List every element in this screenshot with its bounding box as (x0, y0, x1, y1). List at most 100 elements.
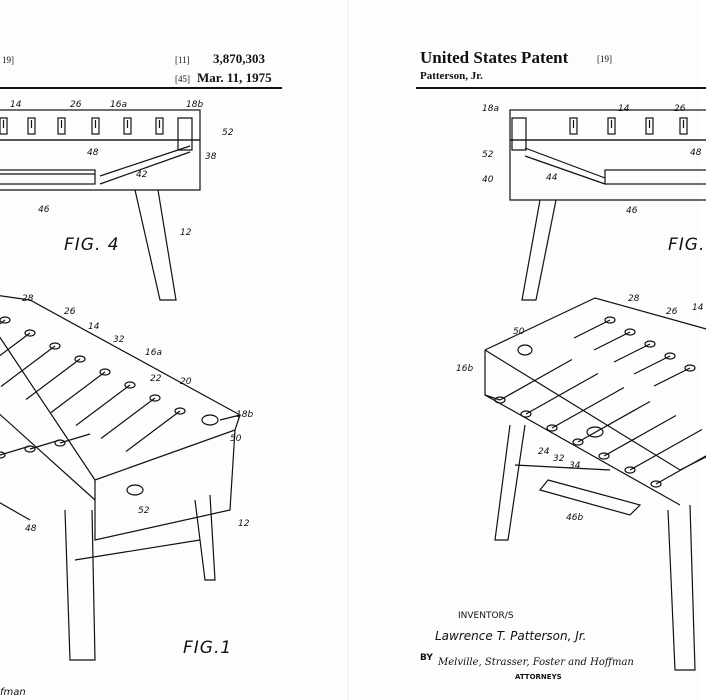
foosball-man-figure (155, 117, 164, 135)
control-rod (75, 384, 131, 426)
foosball-man-figure (91, 117, 100, 135)
control-rod (125, 410, 181, 452)
fig4-right-drawing (509, 109, 706, 301)
fig1-label: FIG.1 (183, 638, 233, 658)
control-rod (593, 331, 631, 351)
foosball-man-figure (569, 117, 578, 135)
ref-label: 50 (230, 434, 242, 444)
ref-label: 26 (70, 100, 82, 110)
ref-label: 16a (145, 348, 162, 358)
ref-label: 32 (113, 335, 125, 345)
patent-date: Mar. 11, 1975 (197, 70, 272, 85)
ref-label: 14 (692, 303, 704, 313)
rod-handle (644, 340, 656, 348)
rod-handle (124, 381, 136, 389)
ref-label: 38 (205, 152, 217, 162)
ref-label: 42 (136, 170, 148, 180)
foosball-man-figure (123, 117, 132, 135)
ref-label: 52 (138, 506, 150, 516)
ref-label: 22 (150, 374, 162, 384)
ref-label: 44 (546, 173, 558, 183)
ref-label: 16a (110, 100, 127, 110)
ref-label: 34 (569, 461, 581, 471)
left-patent-page: 19] [11] 3,870,303 [45] Mar. 11, 1975 14… (0, 0, 350, 700)
rod-handle (624, 466, 636, 474)
ref-label: 48 (25, 524, 37, 534)
fig4-left-drawing (0, 109, 201, 301)
rod-handle (54, 439, 66, 447)
ref-label: 12 (238, 519, 250, 529)
fig1-right-drawing (484, 297, 706, 671)
foosball-man-figure (27, 117, 36, 135)
ref-label: 14 (10, 100, 22, 110)
control-rod (25, 358, 81, 400)
foosball-man-figure (679, 117, 688, 135)
rod-handle (520, 410, 532, 418)
rod-handle (664, 352, 676, 360)
ref-label: 50 (513, 327, 525, 337)
foosball-man-figure (645, 117, 654, 135)
ref-label: 52 (222, 128, 234, 138)
control-rod (100, 397, 156, 439)
ref-label: 26 (64, 307, 76, 317)
rod-handle (74, 355, 86, 363)
header-rule (416, 87, 706, 89)
patent-number: 3,870,303 (213, 51, 265, 66)
ref-label: 48 (87, 148, 99, 158)
control-rod (613, 343, 651, 363)
rod-handle (572, 438, 584, 446)
ref-label: 18a (482, 104, 499, 114)
right-patent-page: United States Patent [19] Patterson, Jr.… (350, 0, 706, 700)
control-rod (551, 386, 625, 429)
ref-label: 16b (456, 364, 474, 374)
ref-label: 28 (22, 294, 34, 304)
rod-handle (604, 316, 616, 324)
control-rod (653, 367, 691, 387)
ref-label: 40 (482, 175, 494, 185)
date-tag: [45] (175, 74, 190, 84)
ref-label: 26 (666, 307, 678, 317)
inventor-name: Lawrence T. Patterson, Jr. (435, 629, 587, 643)
ref-label: 20 (180, 377, 192, 387)
rod-handle (24, 445, 36, 453)
rod-handle (0, 451, 6, 459)
control-rod (603, 414, 677, 457)
ref-label: 18b (236, 410, 254, 420)
rod-handle (546, 424, 558, 432)
inventors-heading: INVENTOR/S (458, 611, 514, 621)
ref-label: 14 (618, 104, 630, 114)
attorneys-signature: Melville, Strasser, Foster and Hoffman (438, 657, 634, 668)
rod-handle (49, 342, 61, 350)
ref-label: 48 (690, 148, 702, 158)
rod-handle (624, 328, 636, 336)
control-rod (573, 319, 611, 339)
ref-label: 46b (566, 513, 584, 523)
inventor-header-name: Patterson, Jr. (420, 70, 483, 82)
patent-office-title: United States Patent (420, 48, 569, 67)
control-rod (655, 455, 706, 485)
ref-label: 18b (186, 100, 204, 110)
control-rod (577, 400, 651, 443)
rod-handle (24, 329, 36, 337)
rod-handle (684, 364, 696, 372)
control-rod (0, 345, 56, 387)
fig4-label: FIG. 4 (64, 235, 120, 255)
header-rule (0, 87, 282, 89)
control-rod (629, 428, 703, 471)
rod-handle (494, 396, 506, 404)
ref-label: 46 (626, 206, 638, 216)
rod-handle (598, 452, 610, 460)
control-rod (525, 372, 599, 415)
left-header-tag: 19] (2, 55, 14, 65)
foosball-man-figure (57, 117, 66, 135)
signature-fragment: fman (0, 687, 26, 698)
ref-label: 26 (674, 104, 686, 114)
foosball-man-figure (607, 117, 616, 135)
patent-number-tag: [11] (175, 55, 190, 65)
fig1-left-drawing (0, 295, 242, 661)
ref-label: 24 (538, 447, 550, 457)
ref-label: 12 (180, 228, 192, 238)
ref-label: 32 (553, 454, 565, 464)
title-tag: [19] (597, 54, 612, 64)
foosball-man-figure (0, 117, 8, 135)
